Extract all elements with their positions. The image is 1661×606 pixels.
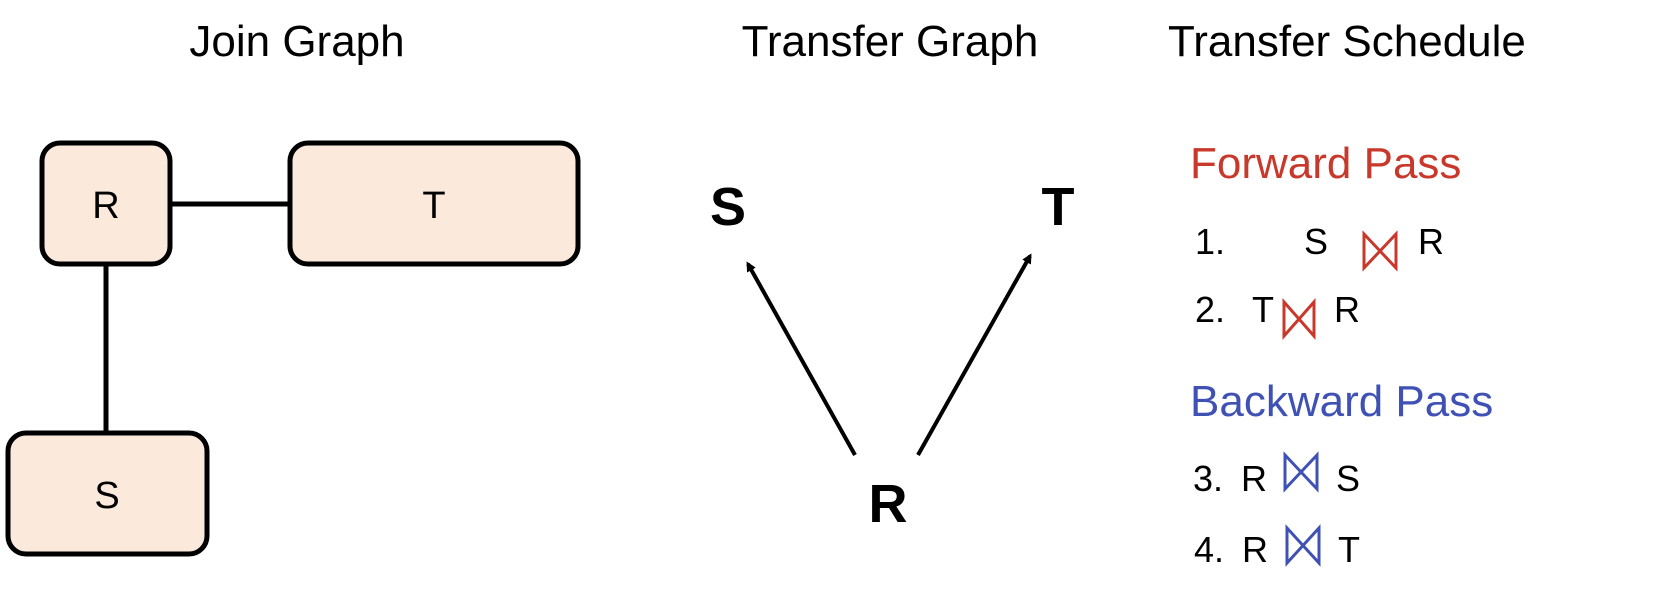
transfer-graph: S T R — [710, 177, 1075, 534]
item-right: R — [1418, 221, 1444, 262]
transfer-schedule-title: Transfer Schedule — [1168, 17, 1526, 66]
item-left: S — [1304, 221, 1328, 262]
node-t-box — [287, 140, 581, 267]
semijoin-icon — [1362, 230, 1398, 272]
item-left: T — [1252, 289, 1274, 330]
item-right: S — [1336, 458, 1360, 499]
node-r-box — [39, 140, 173, 267]
schedule-item-1: 1. S R R — [1195, 221, 1444, 272]
item-left: R — [1242, 529, 1268, 570]
item-number: 2. — [1195, 289, 1225, 330]
schedule-item-3: 3. R S — [1193, 451, 1360, 499]
transfer-schedule: Forward Pass 1. S R R 2. T R Backward Pa… — [1190, 139, 1493, 570]
schedule-item-2: 2. T R — [1195, 289, 1360, 340]
item-right: T — [1338, 529, 1360, 570]
item-number: 4. — [1194, 529, 1224, 570]
tg-node-r: R — [869, 474, 908, 534]
semijoin-icon — [1282, 298, 1316, 340]
item-left: R — [1241, 458, 1267, 499]
semijoin-icon — [1283, 451, 1319, 493]
forward-pass-heading: Forward Pass — [1190, 139, 1461, 188]
node-t-label: T — [422, 185, 445, 227]
schedule-item-4: 4. R T — [1194, 524, 1360, 570]
join-graph-title: Join Graph — [189, 17, 404, 66]
arrow-r-to-s — [746, 261, 857, 456]
item-number: 3. — [1193, 458, 1223, 499]
transfer-graph-title: Transfer Graph — [742, 17, 1039, 66]
node-s-label: S — [94, 475, 119, 517]
tg-node-s: S — [710, 177, 746, 237]
backward-pass-heading: Backward Pass — [1190, 377, 1493, 426]
tg-node-t: T — [1042, 177, 1075, 237]
item-number: 1. — [1195, 221, 1225, 262]
item-right: R — [1334, 289, 1360, 330]
semijoin-icon — [1285, 524, 1321, 567]
arrow-r-to-t — [916, 253, 1032, 456]
join-graph: R T S — [5, 140, 581, 557]
node-s-box — [5, 430, 210, 557]
node-r-label: R — [92, 185, 119, 227]
